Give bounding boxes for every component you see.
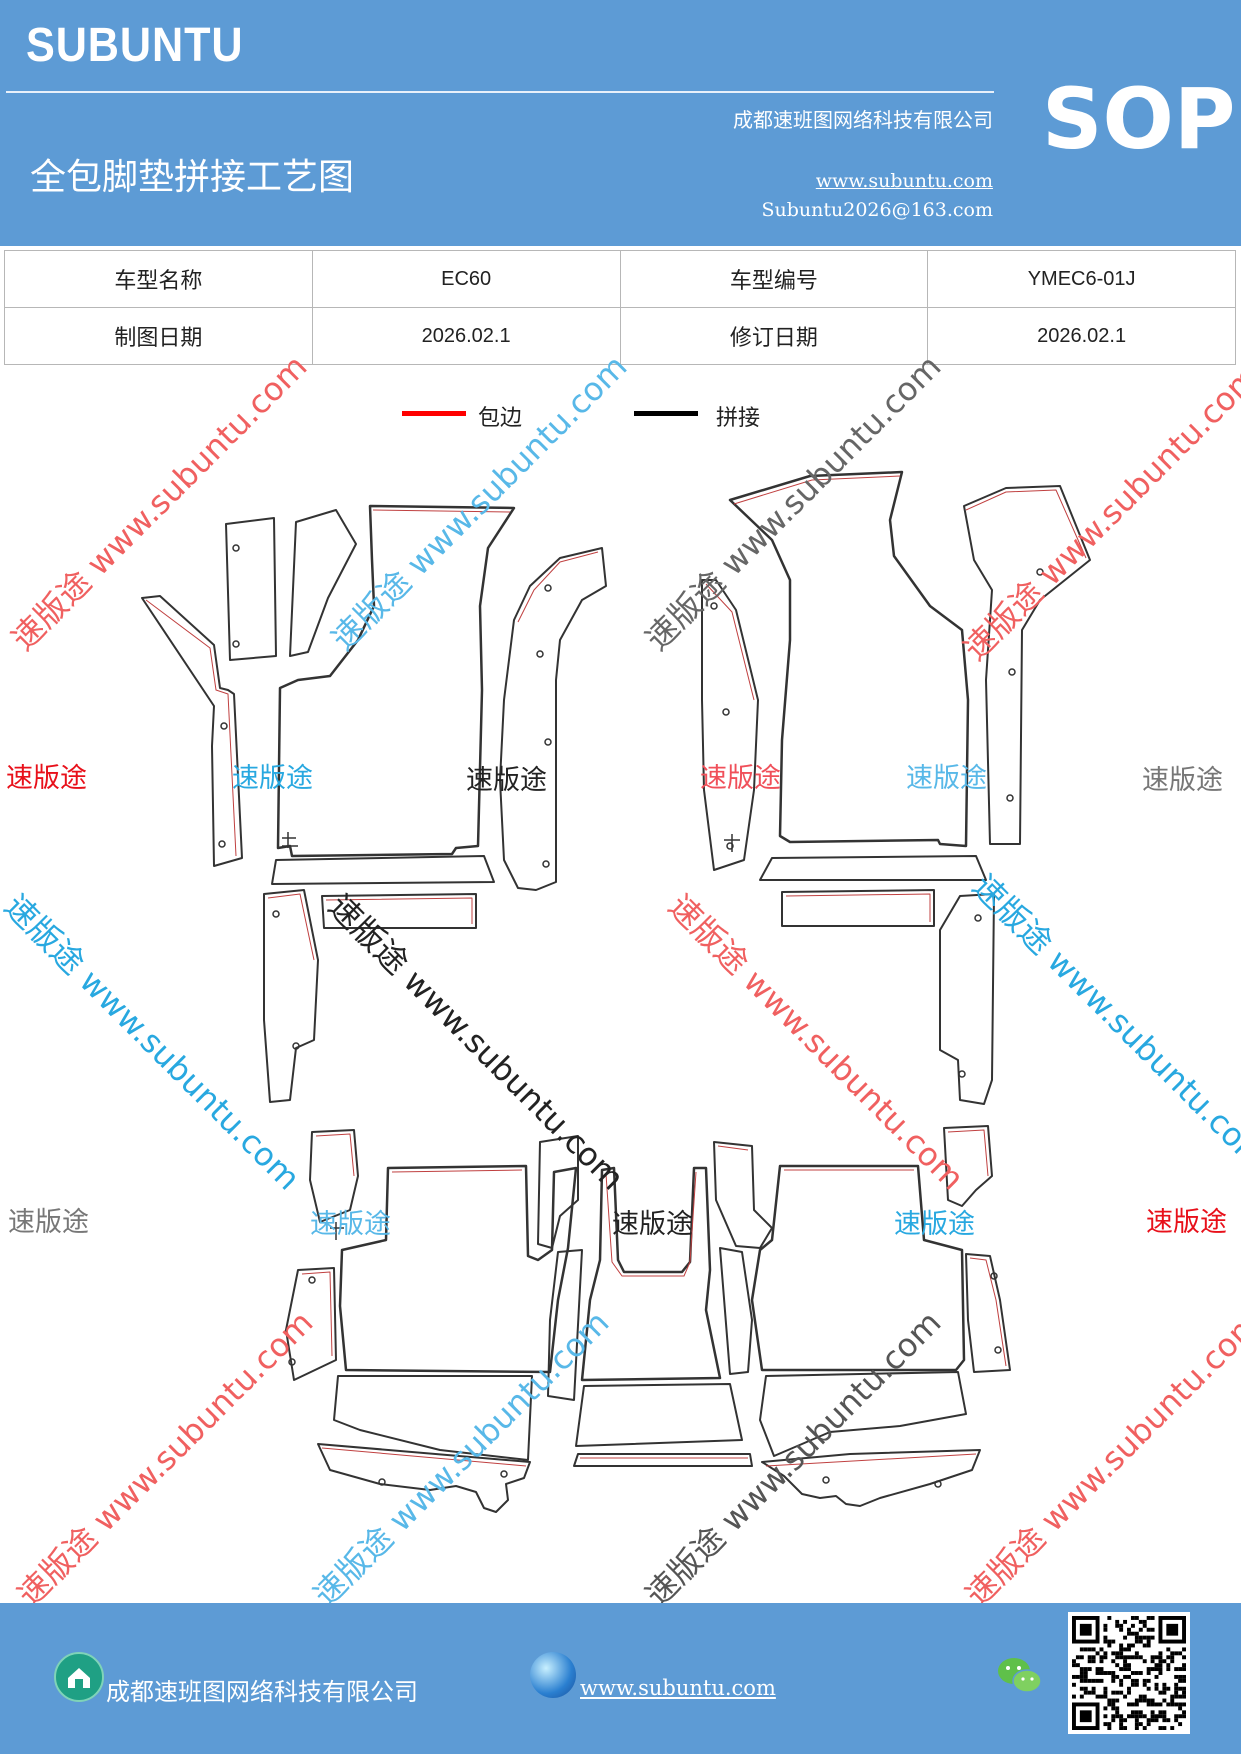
- watermark-brand: 速版途: [894, 1209, 975, 1240]
- mat-piece: [276, 504, 516, 858]
- home-badge-icon: [54, 1652, 104, 1702]
- mat-piece: [965, 1253, 1011, 1373]
- legend-splice-label: 拼接: [716, 406, 761, 431]
- mat-piece: [499, 547, 607, 891]
- mat-piece: [943, 1125, 993, 1207]
- qr-code: [1068, 1612, 1190, 1734]
- mat-piece: [719, 1247, 753, 1375]
- header-company: 成都速班图网络科技有限公司: [733, 108, 993, 132]
- mat-piece: [225, 517, 277, 661]
- mat-piece: [338, 1164, 578, 1374]
- footer-company: 成都速班图网络科技有限公司: [106, 1678, 418, 1706]
- mat-piece: [285, 1267, 337, 1381]
- mat-piece: [309, 1129, 359, 1223]
- mat-piece: [263, 889, 319, 1103]
- watermark-brand: 速版途: [8, 1207, 89, 1238]
- mat-piece: [759, 1371, 967, 1457]
- floor-mat-pattern-diagram: [141, 470, 1091, 1513]
- watermark-brand: 速版途: [6, 763, 87, 794]
- header-email: Subuntu2026@163.com: [761, 199, 993, 221]
- header-divider: [6, 91, 994, 93]
- mat-piece: [271, 855, 495, 885]
- legend-splice-swatch: [634, 411, 698, 416]
- mat-group-top-right: [701, 470, 1091, 1105]
- mat-piece: [333, 1375, 533, 1461]
- model-name-label: 车型名称: [4, 250, 313, 308]
- watermark-brand: 速版途: [1146, 1207, 1227, 1238]
- legend-edge-swatch: [402, 411, 466, 416]
- revise-date-value: 2026.02.1: [927, 307, 1236, 365]
- mat-piece: [573, 1453, 753, 1467]
- mat-group-bottom-right: [713, 1125, 1011, 1507]
- splice-marks: [282, 832, 740, 1240]
- mat-piece: [575, 1383, 743, 1447]
- wechat-icon[interactable]: [996, 1654, 1044, 1698]
- watermark-brand: 速版途: [232, 763, 313, 794]
- mat-piece: [141, 595, 243, 867]
- watermark-brand: 速版途: [1142, 765, 1223, 796]
- legend-edge-label: 包边: [478, 406, 523, 431]
- mat-piece: [963, 485, 1091, 845]
- page-title: 全包脚垫拼接工艺图: [30, 157, 355, 198]
- table-row: 制图日期 2026.02.1 修订日期 2026.02.1: [4, 307, 1236, 365]
- watermark-brand: 速版途: [612, 1209, 693, 1240]
- draw-date-value: 2026.02.1: [311, 307, 621, 365]
- watermark-brand: 速版途: [700, 763, 781, 794]
- mat-group-bottom-center: [573, 1166, 753, 1467]
- snap-holes: [218, 544, 1044, 1488]
- model-code-value: YMEC6-01J: [927, 250, 1236, 308]
- mat-piece: [713, 1141, 773, 1249]
- globe-icon: [530, 1652, 576, 1698]
- table-row: 车型名称 EC60 车型编号 YMEC6-01J: [4, 250, 1236, 308]
- brand-logo: SUBUNTU: [26, 19, 244, 72]
- watermark-brand: 速版途: [466, 765, 547, 796]
- model-name-value: EC60: [311, 250, 621, 308]
- sop-badge: SOP: [1042, 70, 1236, 168]
- revise-date-label: 修订日期: [619, 307, 929, 365]
- watermark-brand: 速版途: [310, 1209, 391, 1240]
- mat-piece: [537, 1135, 579, 1249]
- header-banner: [0, 0, 1241, 246]
- mat-piece: [321, 893, 477, 929]
- mat-piece: [701, 579, 759, 871]
- mat-piece: [580, 1166, 722, 1382]
- mat-piece: [759, 855, 987, 881]
- header-website-link[interactable]: www.subuntu.com: [815, 170, 993, 192]
- mat-piece: [750, 1164, 966, 1372]
- info-table: 车型名称 EC60 车型编号 YMEC6-01J 制图日期 2026.02.1 …: [4, 250, 1236, 365]
- mat-piece: [781, 889, 935, 927]
- mat-piece: [728, 470, 970, 848]
- footer-website-link[interactable]: www.subuntu.com: [580, 1676, 776, 1700]
- draw-date-label: 制图日期: [4, 307, 313, 365]
- model-code-label: 车型编号: [619, 250, 929, 308]
- mat-piece: [939, 893, 995, 1105]
- mat-piece: [761, 1449, 981, 1507]
- mat-piece: [289, 509, 357, 657]
- mat-piece: [547, 1249, 583, 1401]
- watermark-brand: 速版途: [906, 763, 987, 794]
- mat-group-top-left: [141, 504, 607, 1103]
